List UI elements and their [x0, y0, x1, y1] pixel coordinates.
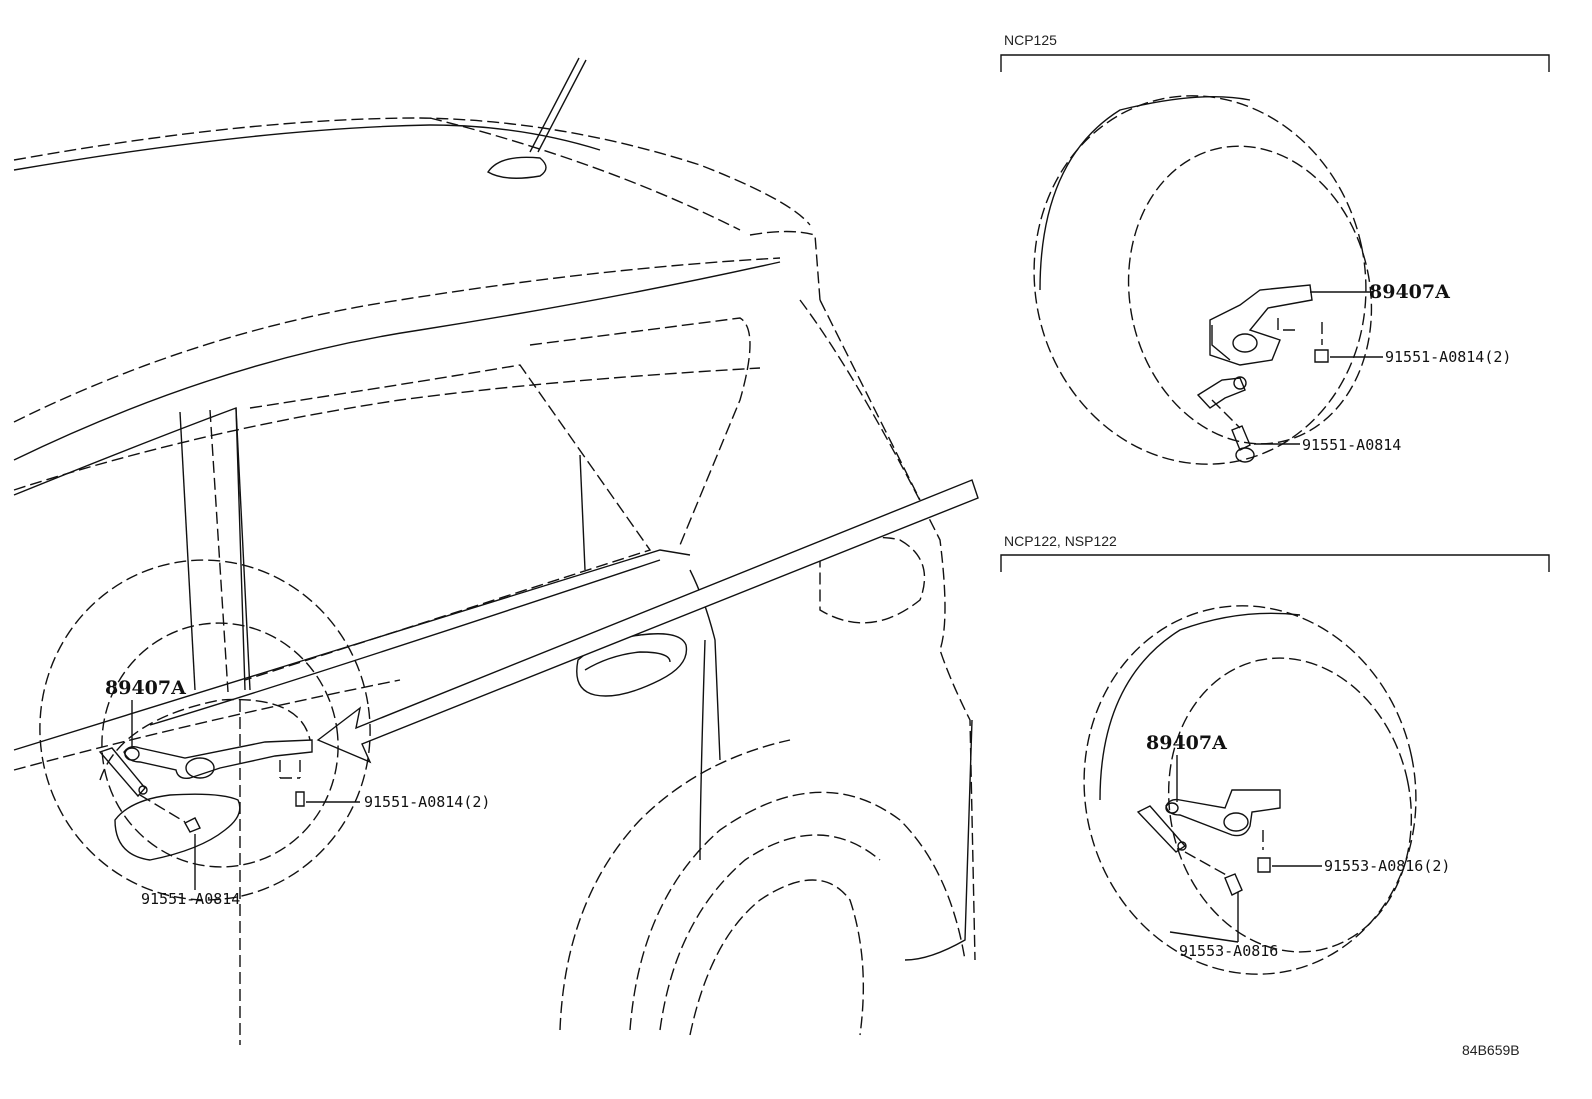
direction-arrow: [316, 479, 979, 764]
car-body-outline: [13, 57, 976, 1045]
ncp122-bolt-part-number-1: 91553-A0816(2): [1324, 857, 1451, 875]
ncp122-sensor-part-number: 89407A: [1146, 732, 1227, 754]
ncp125-bolt-part-number-1: 91551-A0814(2): [1385, 348, 1512, 366]
illustration-code: 84B659B: [1462, 1042, 1520, 1058]
main-bolt-part-number-1: 91551-A0814(2): [364, 793, 491, 811]
ncp125-sensor-part-number: 89407A: [1369, 281, 1450, 303]
variant-header-ncp122: NCP122, NSP122: [1004, 533, 1117, 549]
variant-header-ncp125: NCP125: [1004, 32, 1057, 48]
main-bolt-part-number-2: 91551-A0814: [141, 890, 241, 908]
ncp125-inset: [1000, 54, 1550, 465]
ncp122-bolt-part-number-2: 91553-A0816: [1179, 942, 1279, 960]
ncp122-inset: [1000, 554, 1550, 975]
main-sensor-part-number: 89407A: [105, 677, 186, 699]
ncp125-bolt-part-number-2: 91551-A0814: [1302, 436, 1402, 454]
main-wheel: [39, 559, 371, 901]
main-height-sensor: [98, 700, 360, 890]
